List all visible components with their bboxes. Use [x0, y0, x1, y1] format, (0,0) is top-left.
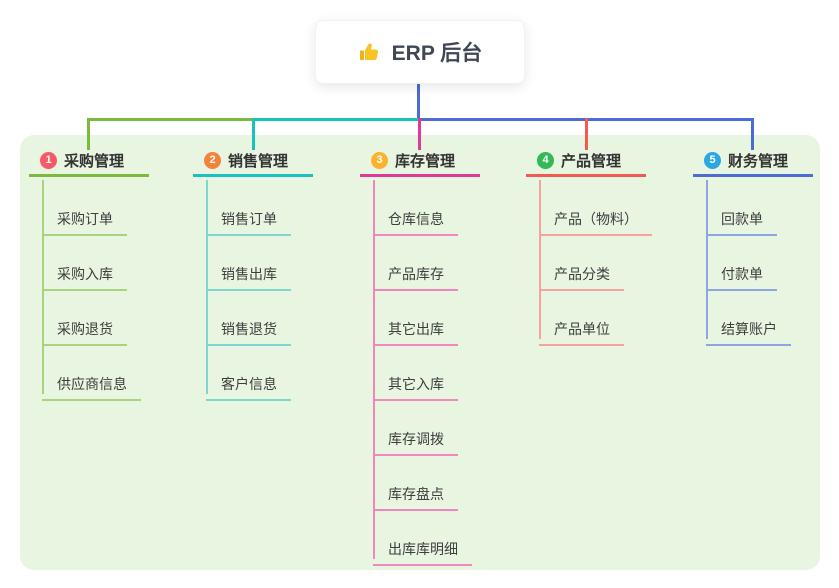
node-item[interactable]: 采购退货 [42, 315, 127, 346]
node-item[interactable]: 库存调拨 [373, 425, 458, 456]
branch-line-sales [254, 118, 420, 121]
node-item[interactable]: 客户信息 [206, 370, 291, 401]
child-spine-line [206, 180, 208, 394]
drop-line-purchase [87, 118, 90, 150]
branch-header-finance[interactable]: 5 财务管理 [693, 147, 813, 177]
node-item[interactable]: 供应商信息 [42, 370, 141, 401]
node-item[interactable]: 采购入库 [42, 260, 127, 291]
node-item[interactable]: 付款单 [706, 260, 777, 291]
node-item[interactable]: 产品单位 [539, 315, 624, 346]
node-item[interactable]: 仓库信息 [373, 205, 458, 236]
drop-line-finance [751, 118, 754, 150]
branch-inventory: 3 库存管理 仓库信息 产品库存 其它出库 其它入库 库存调拨 库存盘点 出库库… [360, 135, 490, 570]
badge-3: 3 [371, 152, 388, 169]
node-item[interactable]: 销售出库 [206, 260, 291, 291]
branch-label: 销售管理 [228, 153, 289, 170]
branch-product: 4 产品管理 产品（物料） 产品分类 产品单位 [526, 135, 656, 570]
badge-2: 2 [204, 152, 221, 169]
node-item[interactable]: 采购订单 [42, 205, 127, 236]
child-spine-line [373, 180, 375, 559]
node-item[interactable]: 结算账户 [706, 315, 791, 346]
branch-finance: 5 财务管理 回款单 付款单 结算账户 [693, 135, 823, 570]
branch-label: 库存管理 [395, 153, 456, 170]
node-item[interactable]: 产品（物料） [539, 205, 652, 236]
branch-purchase: 1 采购管理 采购订单 采购入库 采购退货 供应商信息 [29, 135, 159, 570]
node-item[interactable]: 产品分类 [539, 260, 624, 291]
badge-1: 1 [40, 152, 57, 169]
branch-header-sales[interactable]: 2 销售管理 [193, 147, 313, 177]
branch-sales: 2 销售管理 销售订单 销售出库 销售退货 客户信息 [193, 135, 323, 570]
badge-4: 4 [537, 152, 554, 169]
node-item[interactable]: 销售订单 [206, 205, 291, 236]
node-item[interactable]: 出库库明细 [373, 535, 472, 566]
drop-line-sales [252, 118, 255, 150]
branch-label: 财务管理 [728, 153, 789, 170]
branch-header-inventory[interactable]: 3 库存管理 [360, 147, 480, 177]
child-spine-line [42, 180, 44, 394]
node-item[interactable]: 库存盘点 [373, 480, 458, 511]
node-item[interactable]: 产品库存 [373, 260, 458, 291]
branch-line-purchase [88, 118, 254, 121]
badge-5: 5 [704, 152, 721, 169]
branch-label: 产品管理 [561, 153, 622, 170]
node-item[interactable]: 其它出库 [373, 315, 458, 346]
mindmap-panel: 1 采购管理 采购订单 采购入库 采购退货 供应商信息 2 销售管理 销售订单 … [20, 135, 820, 570]
child-spine-line [539, 180, 541, 339]
branch-header-purchase[interactable]: 1 采购管理 [29, 147, 149, 177]
drop-line-product [585, 118, 588, 150]
child-spine-line [706, 180, 708, 339]
root-title: ERP 后台 [391, 42, 483, 65]
branch-header-product[interactable]: 4 产品管理 [526, 147, 646, 177]
node-item[interactable]: 回款单 [706, 205, 777, 236]
root-node-erp[interactable]: ERP 后台 [315, 20, 525, 84]
branch-label: 采购管理 [64, 153, 125, 170]
node-item[interactable]: 销售退货 [206, 315, 291, 346]
root-connector-line [417, 82, 420, 119]
node-item[interactable]: 其它入库 [373, 370, 458, 401]
drop-line-inventory [418, 118, 421, 150]
thumbs-up-icon [359, 43, 378, 60]
